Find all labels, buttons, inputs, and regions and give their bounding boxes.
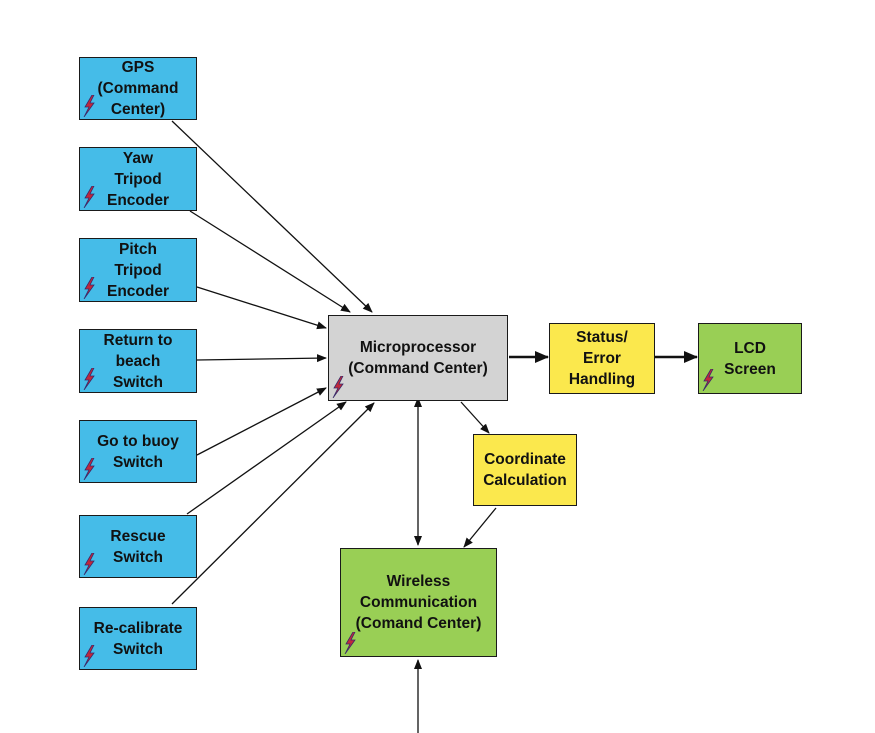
lcd-screen-block: LCD Screen (698, 323, 802, 394)
coordinate-calculation-label: Coordinate Calculation (483, 451, 567, 489)
status-error-label: Status/ Error Handling (568, 329, 636, 388)
lightning-bolt-icon (83, 645, 95, 667)
microprocessor-label: Microprocessor (Command Center) (348, 339, 488, 377)
lightning-bolt-icon (344, 632, 356, 654)
lightning-bolt-icon (83, 368, 95, 390)
go-to-buoy-switch-block: Go to buoy Switch (79, 420, 197, 483)
status-error-block: Status/ Error Handling (549, 323, 655, 394)
return-to-beach-label: Return to beach Switch (103, 331, 173, 391)
yaw-encoder-label: Yaw Tripod Encoder (106, 149, 169, 209)
wireless-communication-label: Wireless Communication (Comand Center) (355, 573, 482, 632)
lcd-screen-label: LCD Screen (724, 339, 776, 378)
wire-gps-to-micro (171, 120, 373, 313)
lightning-bolt-icon (83, 458, 95, 480)
wire-buoy-to-micro (196, 387, 327, 456)
pitch-encoder-block: Pitch Tripod Encoder (79, 238, 197, 302)
wire-return-to-micro (196, 354, 327, 363)
rescue-label: Rescue Switch (110, 527, 166, 566)
gps-block: GPS (Command Center) (79, 57, 197, 120)
microprocessor-block: Microprocessor (Command Center) (328, 315, 508, 401)
coordinate-calculation-block: Coordinate Calculation (473, 434, 577, 506)
return-to-beach-switch-block: Return to beach Switch (79, 329, 197, 393)
yaw-encoder-block: Yaw Tripod Encoder (79, 147, 197, 211)
wire-pitch-to-micro (196, 286, 327, 330)
wire-yaw-to-micro (189, 210, 351, 313)
lightning-bolt-icon (83, 95, 95, 117)
go-to-buoy-label: Go to buoy Switch (97, 432, 179, 471)
lightning-bolt-icon (702, 369, 714, 391)
lightning-bolt-icon (332, 376, 344, 398)
wireless-communication-block: Wireless Communication (Comand Center) (340, 548, 497, 657)
recalibrate-switch-block: Re-calibrate Switch (79, 607, 197, 670)
gps-label: GPS (Command Center) (97, 59, 179, 118)
lightning-bolt-icon (83, 186, 95, 208)
pitch-encoder-label: Pitch Tripod Encoder (106, 240, 169, 300)
wire-coord-to-wireless (463, 507, 497, 548)
lightning-bolt-icon (83, 277, 95, 299)
recalibrate-label: Re-calibrate Switch (93, 619, 183, 658)
wire-recal-to-micro (171, 402, 375, 605)
wire-rescue-to-micro (186, 401, 347, 515)
lightning-bolt-icon (83, 553, 95, 575)
wire-micro-to-coord (460, 401, 490, 434)
rescue-switch-block: Rescue Switch (79, 515, 197, 578)
